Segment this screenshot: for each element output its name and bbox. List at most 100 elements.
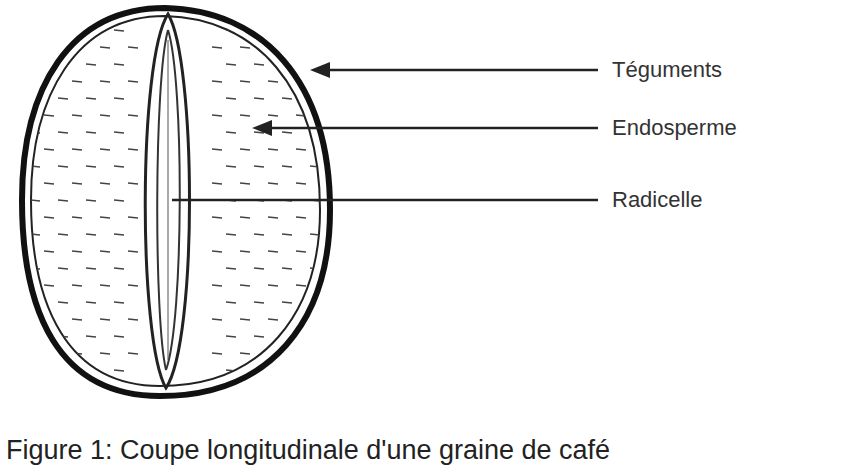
- texture-dash: [268, 183, 278, 184]
- figure-caption: Figure 1: Coupe longitudinale d'une grai…: [6, 436, 610, 466]
- texture-dash: [212, 217, 222, 218]
- texture-dash: [58, 30, 68, 31]
- texture-dash: [226, 64, 236, 65]
- texture-dash: [240, 183, 250, 184]
- texture-dash: [240, 251, 250, 252]
- texture-dash: [324, 81, 334, 82]
- seed-coat: [22, 8, 330, 396]
- texture-dash: [128, 183, 138, 184]
- texture-dash: [30, 30, 40, 31]
- texture-dash: [324, 353, 334, 354]
- texture-dash: [86, 234, 96, 235]
- texture-dash: [30, 370, 40, 371]
- texture-dash: [86, 302, 96, 303]
- texture-dash: [310, 64, 320, 65]
- texture-dash: [58, 200, 68, 201]
- texture-dash: [240, 115, 250, 116]
- texture-dash: [282, 234, 292, 235]
- texture-dash: [100, 319, 110, 320]
- texture-dash: [296, 183, 306, 184]
- texture-dash: [226, 268, 236, 269]
- texture-dash: [58, 166, 68, 167]
- texture-dash: [72, 81, 82, 82]
- texture-dash: [128, 115, 138, 116]
- texture-dash: [212, 149, 222, 150]
- texture-dash: [114, 268, 124, 269]
- texture-dash: [128, 353, 138, 354]
- texture-dash: [86, 166, 96, 167]
- embryo-line: [168, 40, 169, 360]
- texture-dash: [226, 30, 236, 31]
- texture-dash: [282, 166, 292, 167]
- texture-dash: [128, 319, 138, 320]
- texture-dash: [212, 353, 222, 354]
- texture-dash: [212, 47, 222, 48]
- texture-dash: [226, 166, 236, 167]
- arrow-head: [252, 120, 272, 136]
- texture-dash: [296, 353, 306, 354]
- texture-dash: [282, 302, 292, 303]
- texture-dash: [254, 336, 264, 337]
- texture-dash: [240, 319, 250, 320]
- texture-dash: [226, 234, 236, 235]
- texture-dash: [44, 183, 54, 184]
- texture-dash: [86, 268, 96, 269]
- texture-dash: [58, 98, 68, 99]
- leader-line: [266, 127, 598, 130]
- texture-dash: [72, 183, 82, 184]
- texture-dash: [114, 132, 124, 133]
- texture-dash: [324, 319, 334, 320]
- texture-dash: [254, 64, 264, 65]
- part-label: Téguments: [612, 58, 722, 82]
- texture-dash: [44, 149, 54, 150]
- texture-dash: [72, 353, 82, 354]
- texture-dash: [128, 217, 138, 218]
- texture-dash: [212, 115, 222, 116]
- texture-dash: [114, 98, 124, 99]
- texture-dash: [268, 251, 278, 252]
- texture-dash: [212, 81, 222, 82]
- texture-dash: [254, 98, 264, 99]
- texture-dash: [296, 115, 306, 116]
- texture-dash: [72, 149, 82, 150]
- texture-dash: [86, 132, 96, 133]
- texture-dash: [254, 302, 264, 303]
- texture-dash: [86, 200, 96, 201]
- texture-dash: [240, 285, 250, 286]
- texture-dash: [114, 370, 124, 371]
- texture-dash: [72, 217, 82, 218]
- texture-dash: [72, 115, 82, 116]
- texture-dash: [268, 115, 278, 116]
- texture-dash: [240, 353, 250, 354]
- texture-dash: [226, 336, 236, 337]
- texture-dash: [86, 64, 96, 65]
- texture-dash: [114, 64, 124, 65]
- texture-dash: [310, 234, 320, 235]
- texture-dash: [30, 64, 40, 65]
- texture-dash: [282, 30, 292, 31]
- texture-dash: [100, 81, 110, 82]
- texture-dash: [296, 149, 306, 150]
- texture-dash: [72, 251, 82, 252]
- texture-dash: [114, 200, 124, 201]
- texture-dash: [254, 166, 264, 167]
- texture-dash: [30, 234, 40, 235]
- texture-dash: [296, 217, 306, 218]
- texture-dash: [114, 234, 124, 235]
- texture-dash: [100, 353, 110, 354]
- texture-dash: [240, 217, 250, 218]
- texture-dash: [296, 285, 306, 286]
- texture-dash: [226, 370, 236, 371]
- texture-dash: [58, 268, 68, 269]
- texture-dash: [100, 115, 110, 116]
- texture-dash: [44, 115, 54, 116]
- texture-dash: [58, 132, 68, 133]
- texture-dash: [324, 47, 334, 48]
- texture-dash: [44, 47, 54, 48]
- texture-dash: [240, 81, 250, 82]
- texture-dash: [72, 319, 82, 320]
- texture-dash: [128, 81, 138, 82]
- texture-dash: [44, 353, 54, 354]
- texture-dash: [30, 336, 40, 337]
- texture-dash: [86, 336, 96, 337]
